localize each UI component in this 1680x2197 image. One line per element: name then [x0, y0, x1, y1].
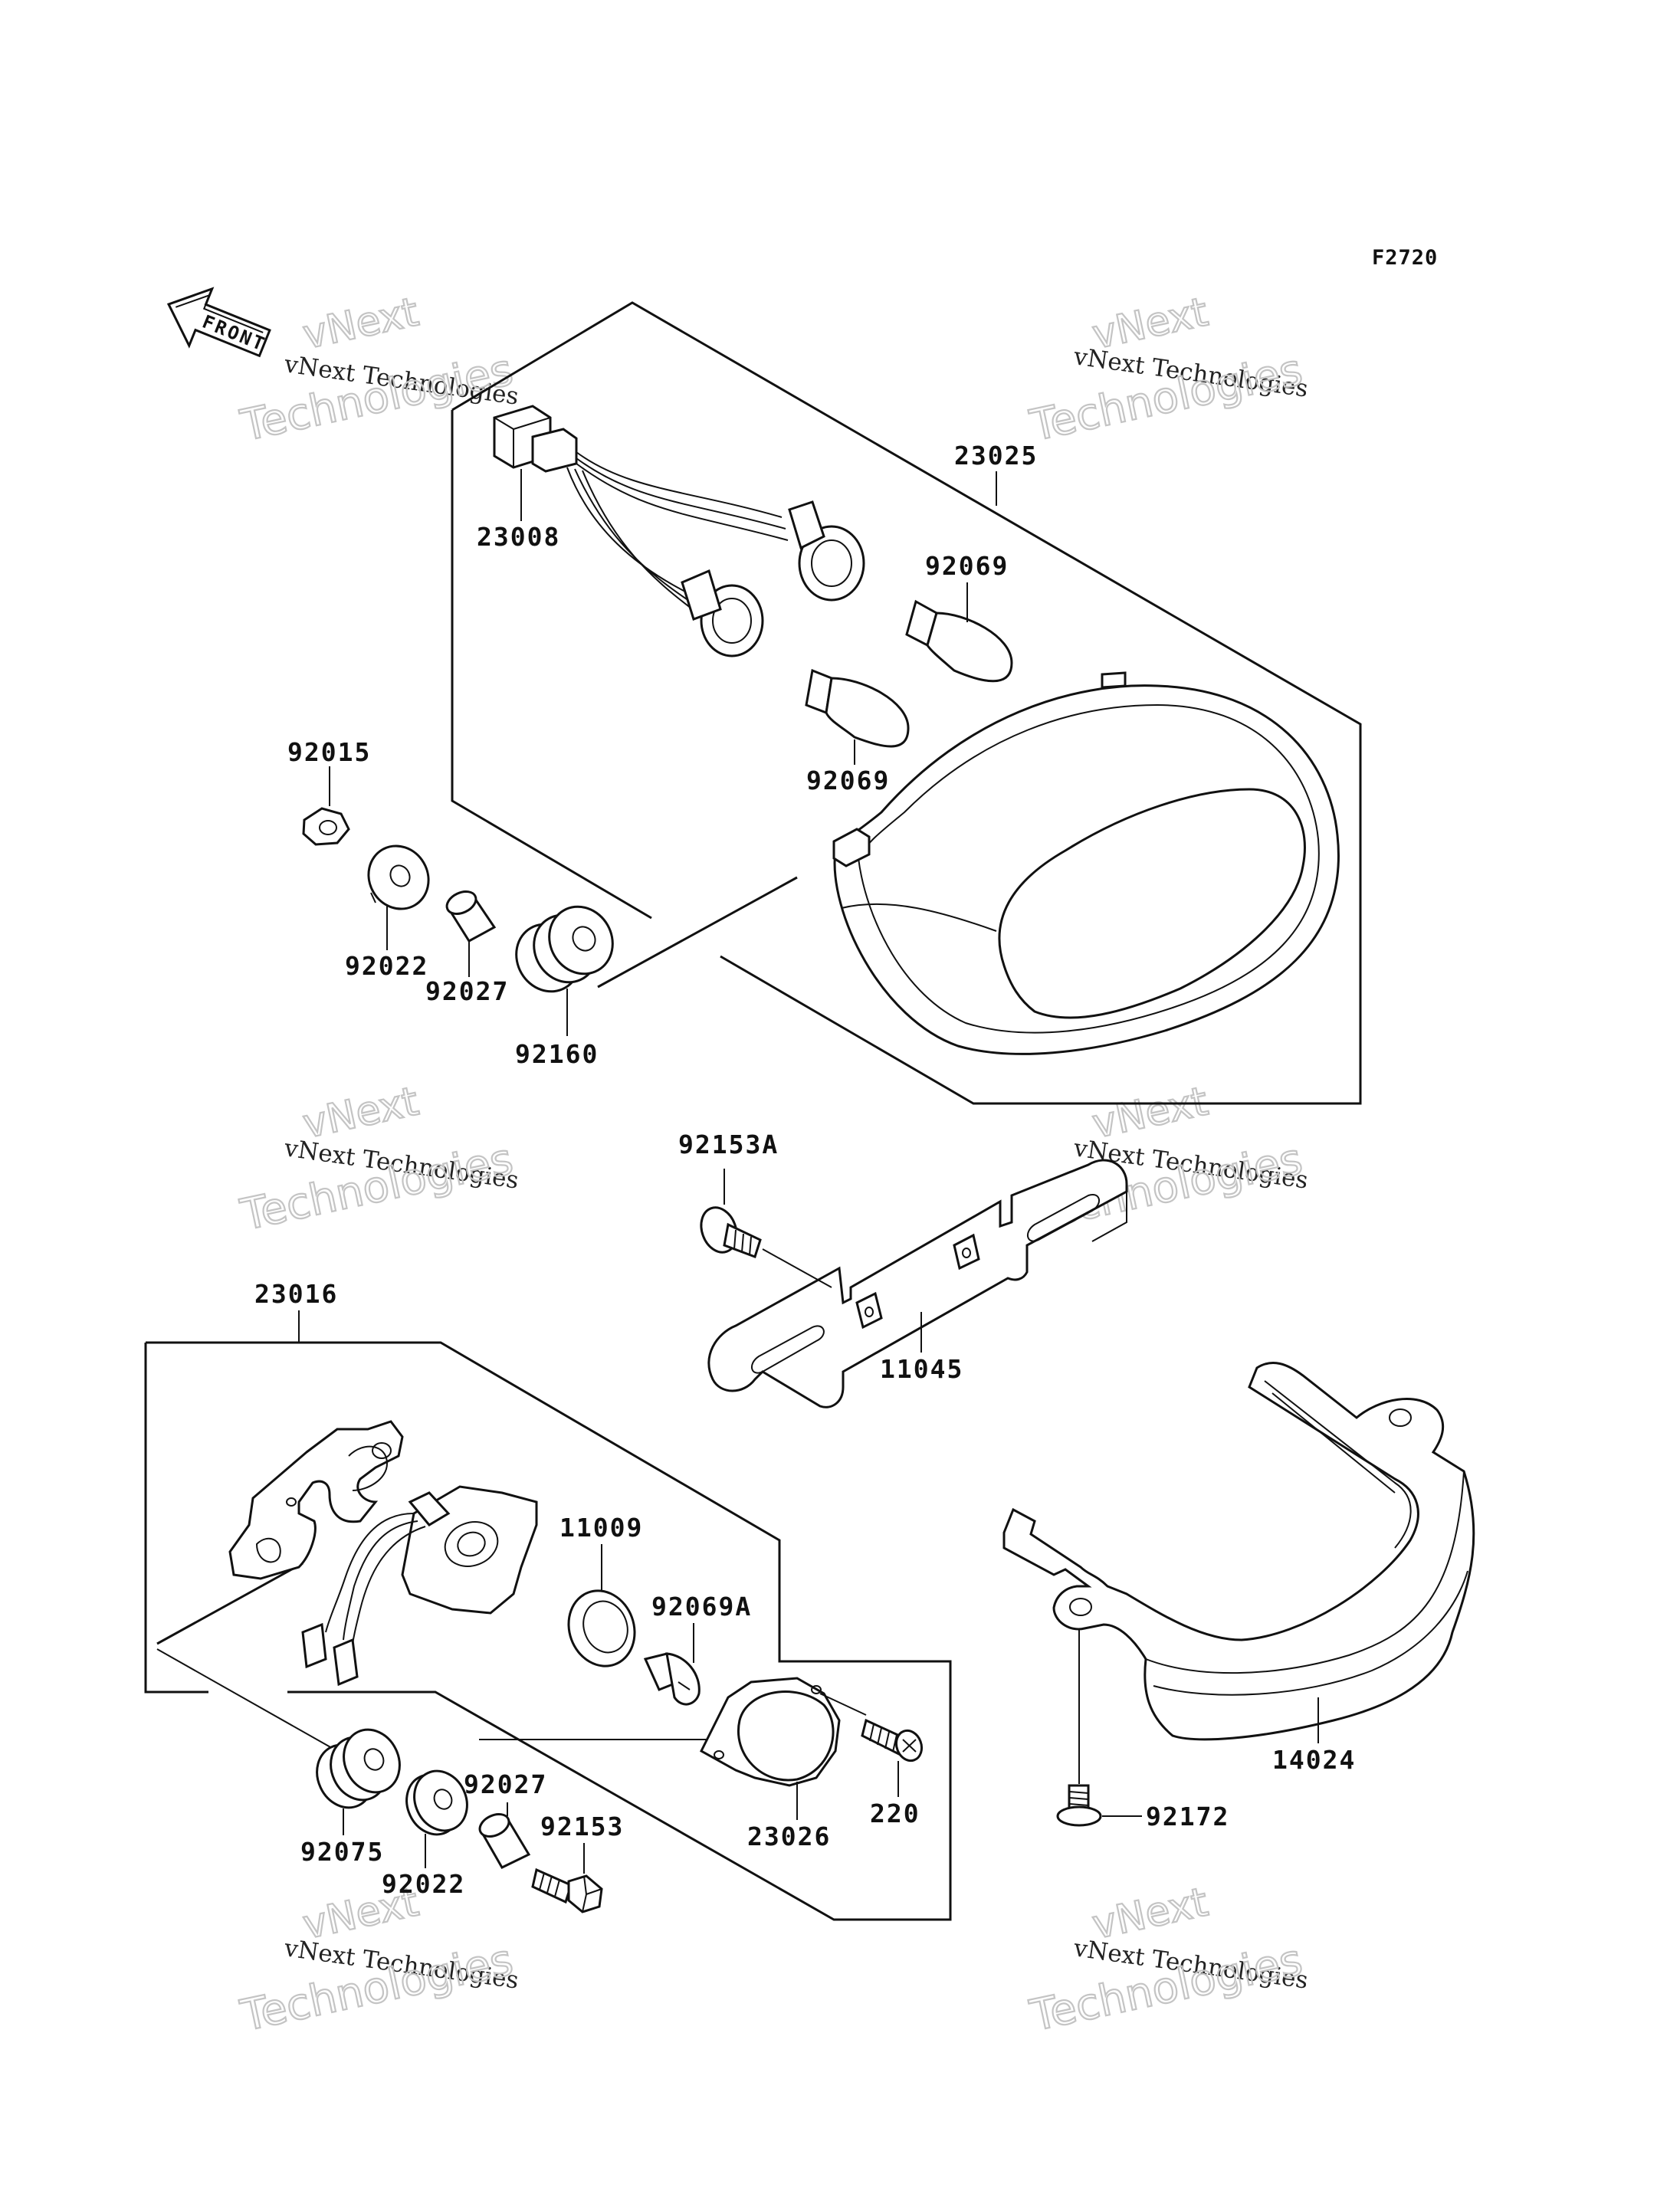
- figure-code: F2720: [1372, 246, 1438, 270]
- collar-icon: [445, 890, 497, 943]
- watermark-mid-left: vNext vNext Technologies Technologies: [235, 1077, 520, 1241]
- part-label-23008: 23008: [477, 522, 560, 552]
- part-label-92022-lower: 92022: [382, 1869, 465, 1899]
- part-label-14024: 14024: [1272, 1745, 1356, 1775]
- bolt-icon: [531, 1867, 603, 1913]
- part-label-92172: 92172: [1146, 1802, 1229, 1831]
- license-bracket: [707, 1159, 1128, 1408]
- watermark-bottom-left: vNext vNext Technologies Technologies: [235, 1878, 520, 2042]
- watermark-line2: vNext: [299, 1078, 422, 1147]
- grommet-icon: [515, 905, 614, 993]
- lamp-socket-with-wires: [301, 1485, 538, 1687]
- part-label-92069-lower: 92069: [806, 766, 890, 795]
- bulb-icon: [805, 668, 910, 748]
- wire-harness-connector: [493, 405, 865, 657]
- part-label-23016: 23016: [254, 1279, 338, 1309]
- license-lamp-lens: [700, 1677, 841, 1787]
- watermark-line2: vNext: [299, 289, 422, 358]
- collar-icon: [478, 1812, 531, 1869]
- part-label-23026: 23026: [747, 1822, 831, 1851]
- screw-icon: [1056, 1784, 1102, 1827]
- tail-lamp-assembly-outline: [451, 301, 1362, 1105]
- tail-lamp-housing: [832, 671, 1340, 1055]
- screw-icon: [861, 1718, 924, 1763]
- bolt-icon: [700, 1206, 762, 1258]
- watermark-top-right: vNext vNext Technologies Technologies: [1025, 288, 1310, 452]
- front-arrow-icon: FRONT: [166, 287, 271, 358]
- part-label-23025: 23025: [954, 441, 1038, 471]
- part-label-92075: 92075: [300, 1837, 384, 1867]
- part-label-11009: 11009: [559, 1513, 643, 1543]
- watermark-line2: vNext: [1088, 1078, 1212, 1147]
- watermark-bottom-right: vNext vNext Technologies Technologies: [1025, 1878, 1310, 2042]
- part-label-92069A: 92069A: [651, 1592, 752, 1622]
- part-label-92160: 92160: [515, 1039, 599, 1069]
- part-label-92153A: 92153A: [678, 1130, 779, 1159]
- gasket-icon: [567, 1589, 636, 1667]
- grommet-icon: [316, 1728, 401, 1809]
- part-label-92027-upper: 92027: [425, 976, 509, 1006]
- license-lamp-assembly-outline: [144, 1341, 952, 1921]
- washer-icon: [405, 1769, 468, 1836]
- nut-icon: [302, 807, 350, 846]
- part-label-11045: 11045: [880, 1354, 963, 1384]
- bulb-icon: [905, 599, 1013, 683]
- lamp-bracket: [228, 1420, 404, 1580]
- washer-icon: [367, 844, 430, 910]
- watermark-line3: Technologies: [236, 345, 517, 451]
- part-label-92069-upper: 92069: [925, 551, 1009, 581]
- part-label-220: 220: [870, 1799, 920, 1828]
- bulb-icon: [643, 1652, 701, 1706]
- part-label-92153: 92153: [540, 1812, 624, 1841]
- part-label-92022-upper: 92022: [345, 951, 428, 981]
- part-label-92027-lower: 92027: [464, 1769, 547, 1799]
- part-label-92015: 92015: [287, 737, 371, 767]
- watermark-top-left: vNext vNext Technologies Technologies: [235, 288, 520, 452]
- rear-fender-cover: [1002, 1361, 1475, 1741]
